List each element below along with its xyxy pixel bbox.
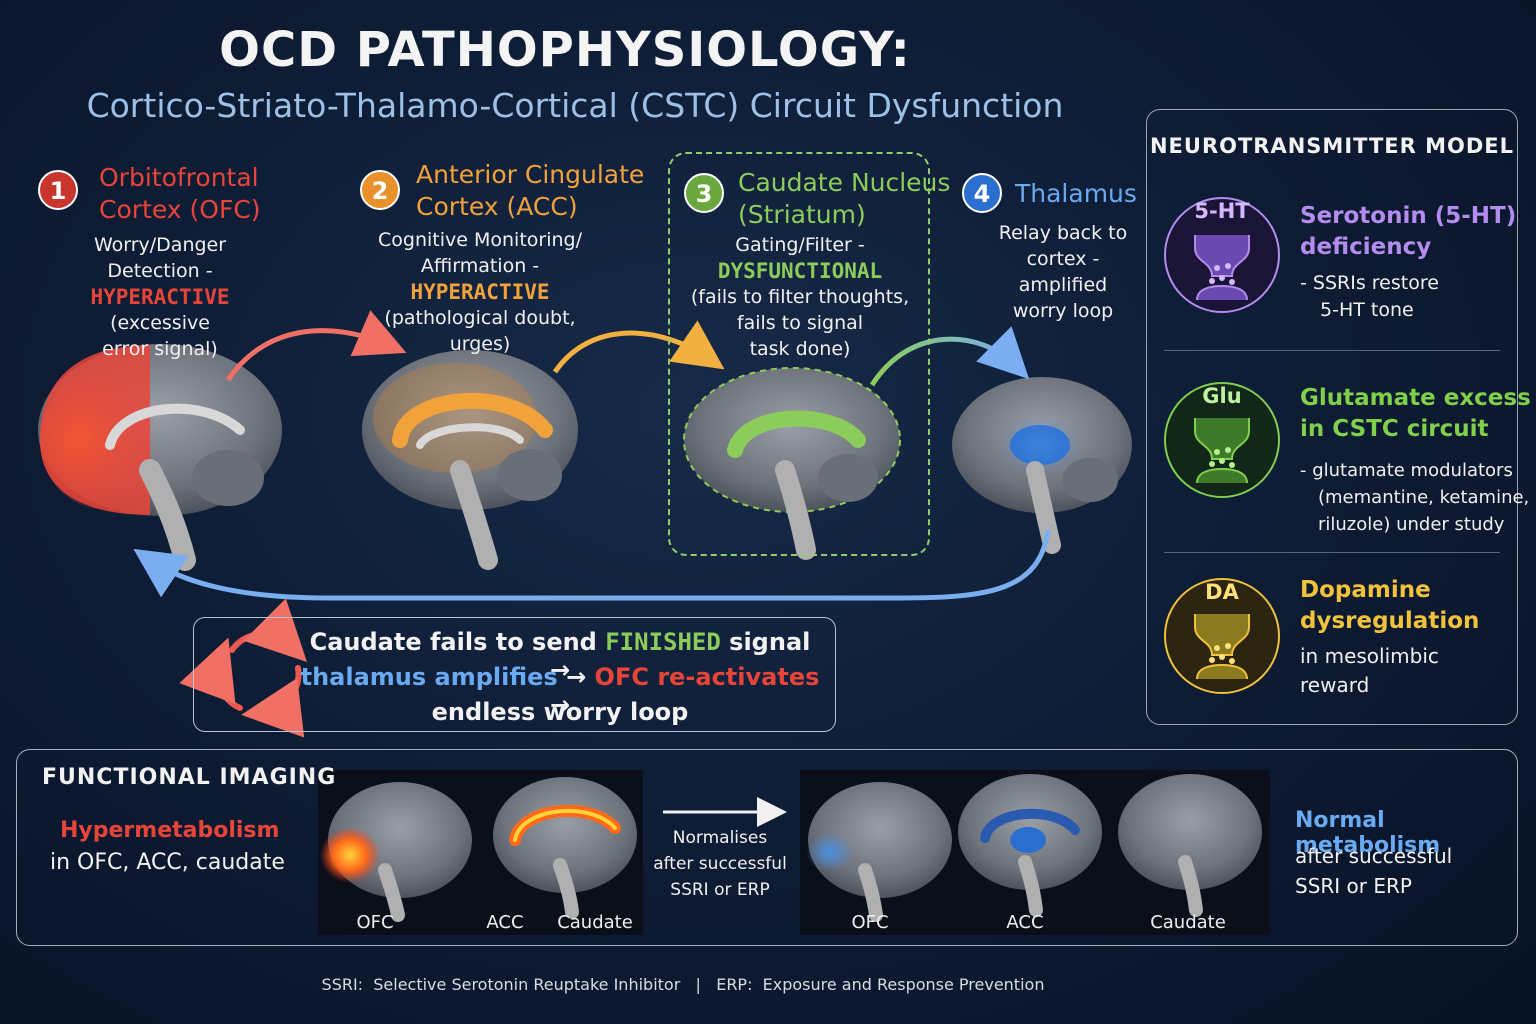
- brain-thalamus-icon: [952, 377, 1132, 554]
- arrow-ofc-to-acc: [225, 310, 407, 382]
- stage-3-desc: Gating/Filter - DYSFUNCTIONAL (fails to …: [676, 232, 924, 362]
- before-label-ofc: OFC: [356, 912, 394, 933]
- stage-4-desc: Relay back to cortex - amplified worry l…: [998, 222, 1128, 322]
- neurotransmitter-heading: NEUROTRANSMITTER MODEL: [1149, 134, 1515, 158]
- neurotransmitter-panel: [1146, 109, 1518, 725]
- arrow-caudate-to-thalamus: [869, 326, 1030, 387]
- stage-3-title: Caudate Nucleus(Striatum): [738, 168, 951, 229]
- stage-2-status: HYPERACTIVE: [410, 280, 550, 304]
- imaging-before-ofc-icon: [318, 770, 643, 935]
- serotonin-title: Serotonin (5-HT)deficiency: [1300, 203, 1517, 260]
- stage-3-badge: 3: [684, 173, 724, 213]
- loop-summary-box: [193, 617, 836, 732]
- after-label-ofc: OFC: [851, 912, 889, 933]
- glutamate-desc: - glutamate modulators (memantine, ketam…: [1300, 460, 1530, 535]
- imaging-before-acc-icon: [493, 777, 637, 919]
- dopamine-ring: [1164, 578, 1280, 694]
- stage-2-badge: 2: [360, 170, 400, 210]
- after-label-acc: ACC: [1006, 912, 1044, 933]
- after-label-caudate: Caudate: [1150, 912, 1226, 933]
- dopamine-abbr: DA: [1205, 580, 1239, 604]
- stage-1-status: HYPERACTIVE: [90, 285, 230, 309]
- page-title: OCD PATHOPHYSIOLOGY:: [219, 22, 911, 78]
- hypermetabolism-desc: in OFC, ACC, caudate: [50, 850, 285, 875]
- stage-1-badge: 1: [38, 170, 78, 210]
- imaging-after-caudate-icon: [1118, 774, 1262, 917]
- before-label-acc: ACC: [486, 912, 524, 933]
- serotonin-abbr: 5-HT: [1194, 199, 1250, 223]
- hypermetabolism-title: Hypermetabolism: [60, 818, 280, 843]
- normal-metabolism-title: Normal metabolism: [1295, 808, 1441, 858]
- stage-2-desc: Cognitive Monitoring/ Affirmation - HYPE…: [375, 227, 585, 357]
- loop-line-3: endless worry loop: [431, 698, 689, 726]
- stage-3-status: DYSFUNCTIONAL: [717, 259, 883, 283]
- nt-divider-2: [1164, 552, 1500, 553]
- glutamate-abbr: Glu: [1202, 384, 1242, 408]
- imaging-arrow-label: Normalises after successful SSRI or ERP: [653, 828, 787, 900]
- brain-caudate-icon: [683, 367, 901, 560]
- imaging-heading: FUNCTIONAL IMAGING: [42, 765, 337, 790]
- cycle-arrows-icon: [179, 598, 307, 738]
- loop-line-2: thalamus amplifies → OFC re-activates →: [300, 663, 820, 719]
- stage-4-badge: 4: [962, 173, 1002, 213]
- nt-divider-1: [1164, 350, 1500, 351]
- loop-line-1: Caudate fails to send FINISHED signal →: [309, 628, 811, 684]
- before-label-caudate: Caudate: [557, 912, 633, 933]
- glutamate-ring: [1164, 382, 1280, 498]
- arrow-thalamus-to-ofc: [133, 529, 1051, 601]
- page-subtitle: Cortico-Striato-Thalamo-Cortical (CSTC) …: [86, 86, 1064, 125]
- stage-4-title: Thalamus: [1015, 179, 1137, 208]
- functional-imaging-panel: [16, 749, 1518, 946]
- footer-legend: SSRI: Selective Serotonin Reuptake Inhib…: [321, 975, 1045, 994]
- brain-acc-icon: [362, 350, 578, 570]
- stage-1-desc: Worry/Danger Detection - HYPERACTIVE (ex…: [55, 232, 265, 362]
- arrow-acc-to-caudate: [552, 320, 725, 374]
- serotonin-ring: [1164, 197, 1280, 313]
- imaging-after-acc-icon: [958, 774, 1102, 917]
- brain-ofc-icon: [38, 344, 282, 571]
- caudate-highlight-box: [668, 152, 930, 556]
